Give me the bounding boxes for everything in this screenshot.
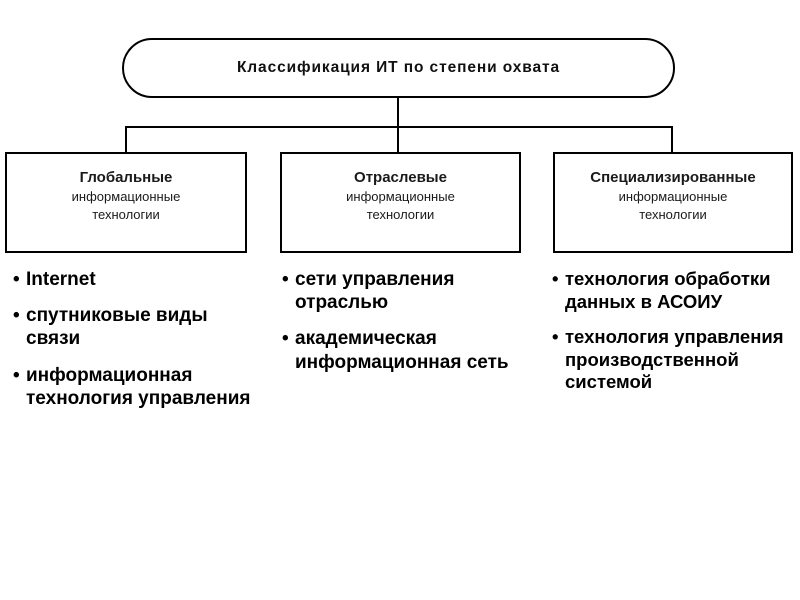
bullet-icon: • bbox=[552, 326, 559, 348]
category-subline-2: технологии bbox=[366, 207, 435, 223]
category-box-specialized: Специализированные информационные технол… bbox=[553, 152, 793, 253]
category-box-branch: Отраслевые информационные технологии bbox=[280, 152, 521, 253]
category-heading: Специализированные bbox=[590, 169, 756, 186]
bullet-icon: • bbox=[282, 269, 289, 290]
list-item: • сети управления отраслью bbox=[281, 268, 543, 314]
list-item: • спутниковые виды связи bbox=[12, 304, 267, 350]
connector-horizontal-bus bbox=[125, 126, 673, 128]
category-box-global: Глобальные информационные технологии bbox=[5, 152, 247, 253]
bullet-icon: • bbox=[13, 269, 20, 290]
category-heading: Глобальные bbox=[79, 169, 173, 186]
connector-drop-right bbox=[671, 126, 673, 153]
list-item-text: технология обработки данных в АСОИУ bbox=[565, 268, 771, 312]
bullet-icon: • bbox=[282, 328, 289, 350]
list-item: • технология обработки данных в АСОИУ bbox=[551, 268, 799, 313]
connector-title-to-bus bbox=[397, 98, 399, 127]
list-item: • информационная технология управления bbox=[12, 364, 267, 410]
list-item-text: сети управления отраслью bbox=[295, 269, 455, 314]
category-subline-1: информационные bbox=[71, 189, 181, 205]
bullet-icon: • bbox=[552, 268, 559, 289]
category-subline-1: информационные bbox=[618, 189, 728, 205]
list-item-text: технология управления производственной с… bbox=[565, 326, 784, 393]
list-item-text: информационная технология управления bbox=[26, 364, 251, 409]
list-item: • технология управления производственной… bbox=[551, 326, 799, 394]
bullet-list-global: • Internet • спутниковые виды связи • ин… bbox=[12, 268, 267, 410]
bullet-list-specialized: • технология обработки данных в АСОИУ • … bbox=[551, 268, 799, 394]
bullet-list-branch: • сети управления отраслью • академическ… bbox=[281, 268, 543, 374]
category-subline-1: информационные bbox=[346, 189, 455, 205]
diagram-title-box: Классификация ИТ по степени охвата bbox=[122, 38, 675, 98]
diagram-title-text: Классификация ИТ по степени охвата bbox=[236, 59, 561, 76]
bullet-icon: • bbox=[13, 305, 20, 327]
bullet-icon: • bbox=[13, 364, 20, 386]
list-item: • академическая информационная сеть bbox=[281, 327, 543, 373]
list-item-text: спутниковые виды связи bbox=[26, 305, 208, 350]
list-item: • Internet bbox=[12, 268, 267, 291]
category-subline-2: технологии bbox=[639, 207, 707, 223]
category-heading: Отраслевые bbox=[354, 169, 447, 186]
category-subline-2: технологии bbox=[92, 207, 160, 223]
list-item-text: академическая информационная сеть bbox=[295, 328, 509, 373]
connector-drop-middle bbox=[397, 126, 399, 153]
list-item-text: Internet bbox=[26, 269, 96, 290]
connector-drop-left bbox=[125, 126, 127, 153]
